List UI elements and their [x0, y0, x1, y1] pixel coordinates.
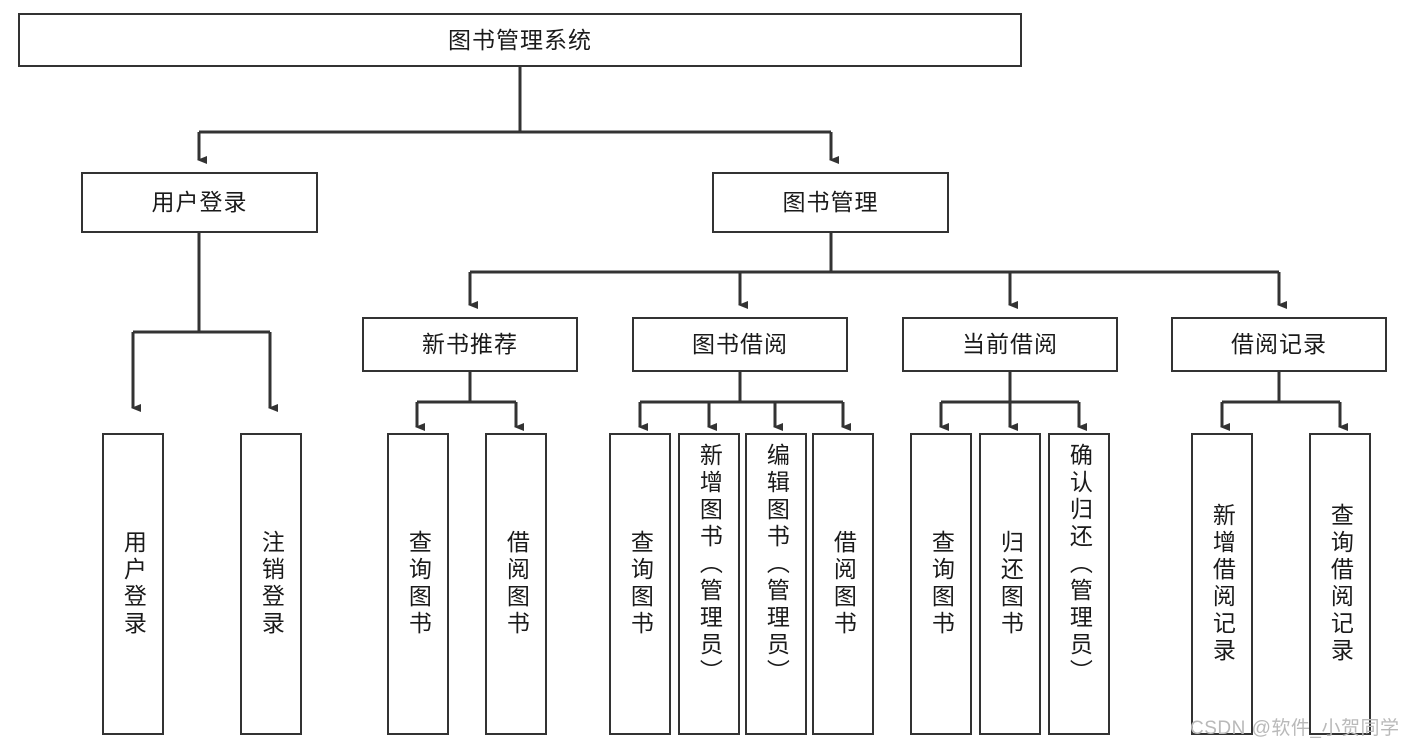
leaf-user-login-login-label: 用户登录 — [120, 530, 147, 638]
leaf-borrow-record-query[interactable]: 查询借阅记录 — [1309, 433, 1371, 735]
leaf-user-login-logout[interactable]: 注销登录 — [240, 433, 302, 735]
leaf-current-borrow-return-label: 归还图书 — [997, 530, 1024, 638]
leaf-new-book-query[interactable]: 查询图书 — [387, 433, 449, 735]
node-root[interactable]: 图书管理系统 — [18, 13, 1022, 67]
node-new-book-recommend-label: 新书推荐 — [422, 331, 518, 358]
leaf-new-book-borrow[interactable]: 借阅图书 — [485, 433, 547, 735]
node-user-login[interactable]: 用户登录 — [81, 172, 318, 233]
leaf-user-login-logout-label: 注销登录 — [258, 530, 285, 638]
leaf-borrow-record-add[interactable]: 新增借阅记录 — [1191, 433, 1253, 735]
node-root-label: 图书管理系统 — [448, 26, 592, 53]
node-current-borrow[interactable]: 当前借阅 — [902, 317, 1118, 372]
leaf-book-borrow-add-label: 新增图书（管理员） — [696, 443, 723, 686]
node-book-borrow-label: 图书借阅 — [692, 331, 788, 358]
leaf-book-borrow-borrow-label: 借阅图书 — [830, 530, 857, 638]
node-book-borrow[interactable]: 图书借阅 — [632, 317, 848, 372]
node-borrow-record[interactable]: 借阅记录 — [1171, 317, 1387, 372]
leaf-book-borrow-query-label: 查询图书 — [627, 530, 654, 638]
node-user-login-label: 用户登录 — [151, 189, 248, 216]
leaf-new-book-query-label: 查询图书 — [405, 530, 432, 638]
node-current-borrow-label: 当前借阅 — [962, 331, 1058, 358]
node-book-management[interactable]: 图书管理 — [712, 172, 949, 233]
leaf-current-borrow-return[interactable]: 归还图书 — [979, 433, 1041, 735]
leaf-book-borrow-borrow[interactable]: 借阅图书 — [812, 433, 874, 735]
leaf-current-borrow-query-label: 查询图书 — [928, 530, 955, 638]
leaf-borrow-record-query-label: 查询借阅记录 — [1327, 503, 1354, 665]
leaf-book-borrow-edit-label: 编辑图书（管理员） — [763, 443, 790, 686]
node-book-management-label: 图书管理 — [782, 189, 879, 216]
node-new-book-recommend[interactable]: 新书推荐 — [362, 317, 578, 372]
node-borrow-record-label: 借阅记录 — [1231, 331, 1327, 358]
leaf-book-borrow-edit[interactable]: 编辑图书（管理员） — [745, 433, 807, 735]
leaf-current-borrow-confirm-label: 确认归还（管理员） — [1066, 443, 1093, 686]
leaf-current-borrow-confirm[interactable]: 确认归还（管理员） — [1048, 433, 1110, 735]
leaf-user-login-login[interactable]: 用户登录 — [102, 433, 164, 735]
leaf-current-borrow-query[interactable]: 查询图书 — [910, 433, 972, 735]
leaf-book-borrow-query[interactable]: 查询图书 — [609, 433, 671, 735]
leaf-borrow-record-add-label: 新增借阅记录 — [1209, 503, 1236, 665]
leaf-book-borrow-add[interactable]: 新增图书（管理员） — [678, 433, 740, 735]
leaf-new-book-borrow-label: 借阅图书 — [503, 530, 530, 638]
